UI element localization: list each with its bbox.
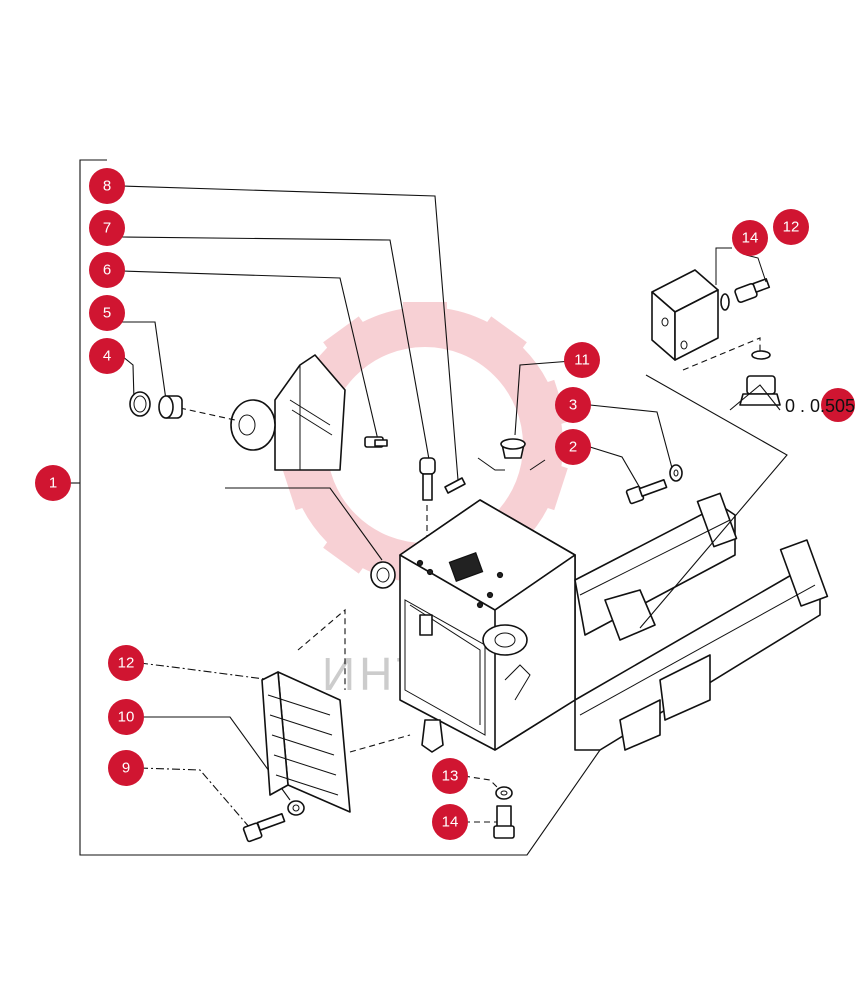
callouts: 8 7 6 5 4 1 14 12 11 3 2 12 10 9 13 (35, 168, 809, 840)
svg-text:5: 5 (103, 305, 111, 322)
watermark-gear-tooth (518, 379, 568, 434)
svg-text:1: 1 (49, 475, 57, 492)
plug (477, 438, 546, 471)
bushing-parts (129, 391, 183, 419)
valve-block (639, 247, 788, 629)
svg-text:10: 10 (118, 709, 135, 726)
side-rails (574, 492, 829, 751)
callout-12-top[interactable]: 12 (773, 209, 809, 245)
callout-8[interactable]: 8 (89, 168, 125, 204)
reference-text: 0 . 0.505 (785, 396, 855, 416)
callout-14-top[interactable]: 14 (732, 220, 768, 256)
watermark-gear-tooth (403, 302, 447, 340)
callout-6[interactable]: 6 (89, 252, 125, 288)
bottom-fasteners (493, 786, 515, 839)
svg-text:11: 11 (574, 352, 590, 369)
callout-1[interactable]: 1 (35, 465, 71, 501)
callout-5[interactable]: 5 (89, 295, 125, 331)
svg-text:9: 9 (122, 760, 130, 777)
callout-9[interactable]: 9 (108, 750, 144, 786)
guard-plate (179, 354, 346, 471)
svg-text:4: 4 (103, 348, 111, 365)
reference-label: 0 . 0.505 (785, 388, 855, 422)
callout-7[interactable]: 7 (89, 210, 125, 246)
grease-fitting (364, 436, 388, 448)
callout-2[interactable]: 2 (555, 429, 591, 465)
callout-11[interactable]: 11 (564, 342, 600, 378)
svg-text:3: 3 (569, 397, 577, 414)
watermark-gear-tooth (468, 316, 527, 373)
svg-text:14: 14 (742, 230, 759, 247)
main-frame (370, 499, 576, 753)
svg-text:13: 13 (442, 768, 459, 785)
svg-text:12: 12 (118, 655, 135, 672)
grille-panel (261, 608, 411, 813)
svg-text:8: 8 (103, 178, 111, 195)
callout-4[interactable]: 4 (89, 338, 125, 374)
watermark-gear-tooth (323, 517, 382, 574)
callout-10[interactable]: 10 (108, 699, 144, 735)
callout-13[interactable]: 13 (432, 758, 468, 794)
callout-3[interactable]: 3 (555, 387, 591, 423)
svg-text:14: 14 (442, 814, 459, 831)
reference-disc (821, 388, 855, 422)
svg-text:2: 2 (569, 439, 577, 456)
grille-bolt (242, 800, 305, 843)
watermark-gear-tooth (323, 316, 382, 373)
svg-text:7: 7 (103, 220, 111, 237)
callout-12-left[interactable]: 12 (108, 645, 144, 681)
leader-lines (121, 185, 673, 829)
svg-text:6: 6 (103, 262, 111, 279)
bolt-and-washer (625, 464, 683, 505)
callout-14-bottom[interactable]: 14 (432, 804, 468, 840)
svg-text:12: 12 (783, 219, 800, 236)
